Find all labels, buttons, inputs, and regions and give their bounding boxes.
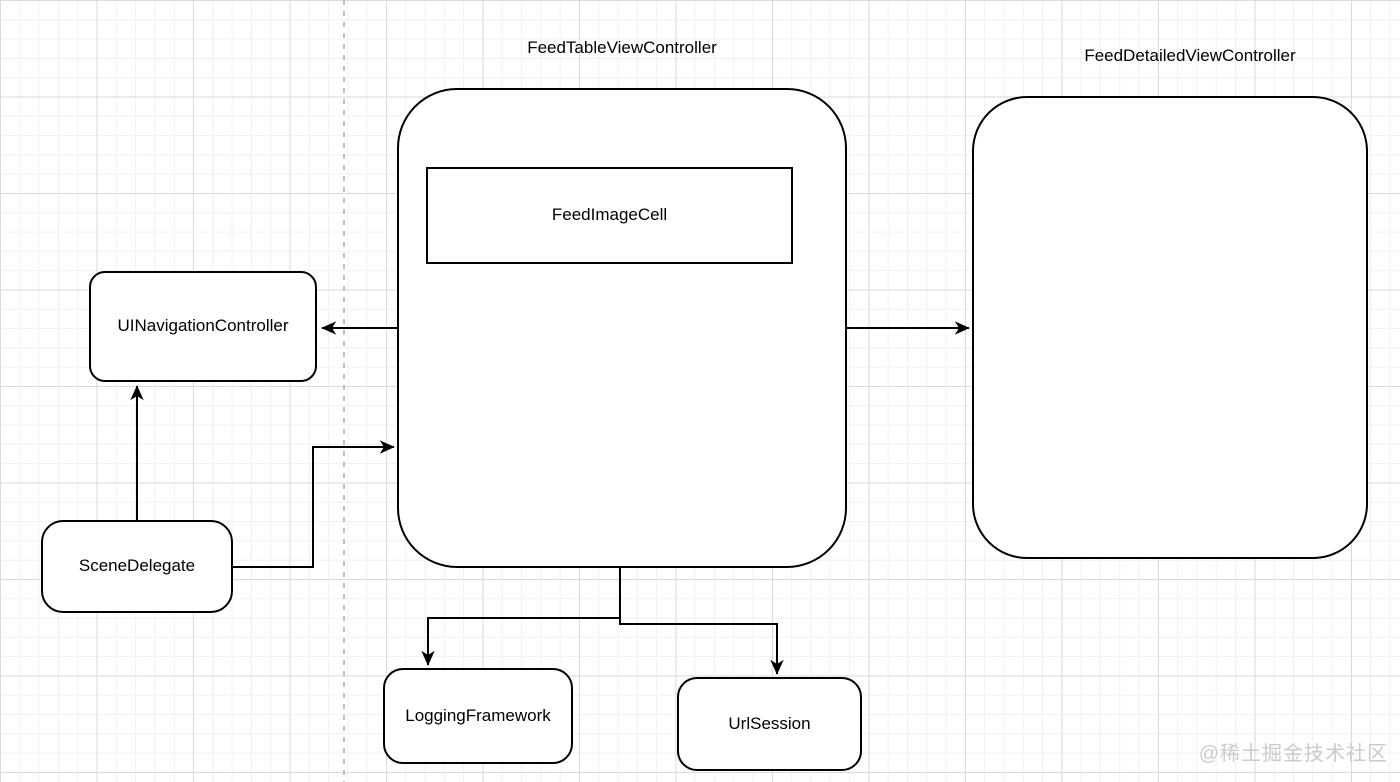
feed-image-cell-shape[interactable]: FeedImageCell (426, 167, 793, 264)
feed-table-view-controller-shape[interactable] (397, 88, 847, 568)
scene-delegate-label: SceneDelegate (78, 556, 196, 576)
ui-navigation-controller-shape[interactable]: UINavigationController (89, 271, 317, 382)
logging-framework-shape[interactable]: LoggingFramework (383, 668, 573, 764)
edge-feedtable-to-loggingframework[interactable] (421, 568, 621, 666)
watermark-text: @稀土掘金技术社区 (1198, 743, 1388, 765)
url-session-label: UrlSession (728, 713, 811, 733)
edge-feedtable-to-urlsession[interactable] (619, 568, 784, 675)
feed-detailed-title[interactable]: FeedDetailedViewController (1084, 46, 1296, 65)
feed-image-cell-label: FeedImageCell (551, 205, 668, 225)
feed-table-title[interactable]: FeedTableViewController (527, 38, 717, 57)
scene-delegate-shape[interactable]: SceneDelegate (41, 520, 233, 613)
logging-framework-label: LoggingFramework (405, 705, 551, 725)
ui-navigation-controller-label: UINavigationController (117, 316, 289, 336)
edge-scenedelegate-to-feedtable[interactable] (233, 440, 395, 568)
feed-detailed-view-controller-shape[interactable] (972, 96, 1368, 559)
url-session-shape[interactable]: UrlSession (677, 677, 862, 771)
